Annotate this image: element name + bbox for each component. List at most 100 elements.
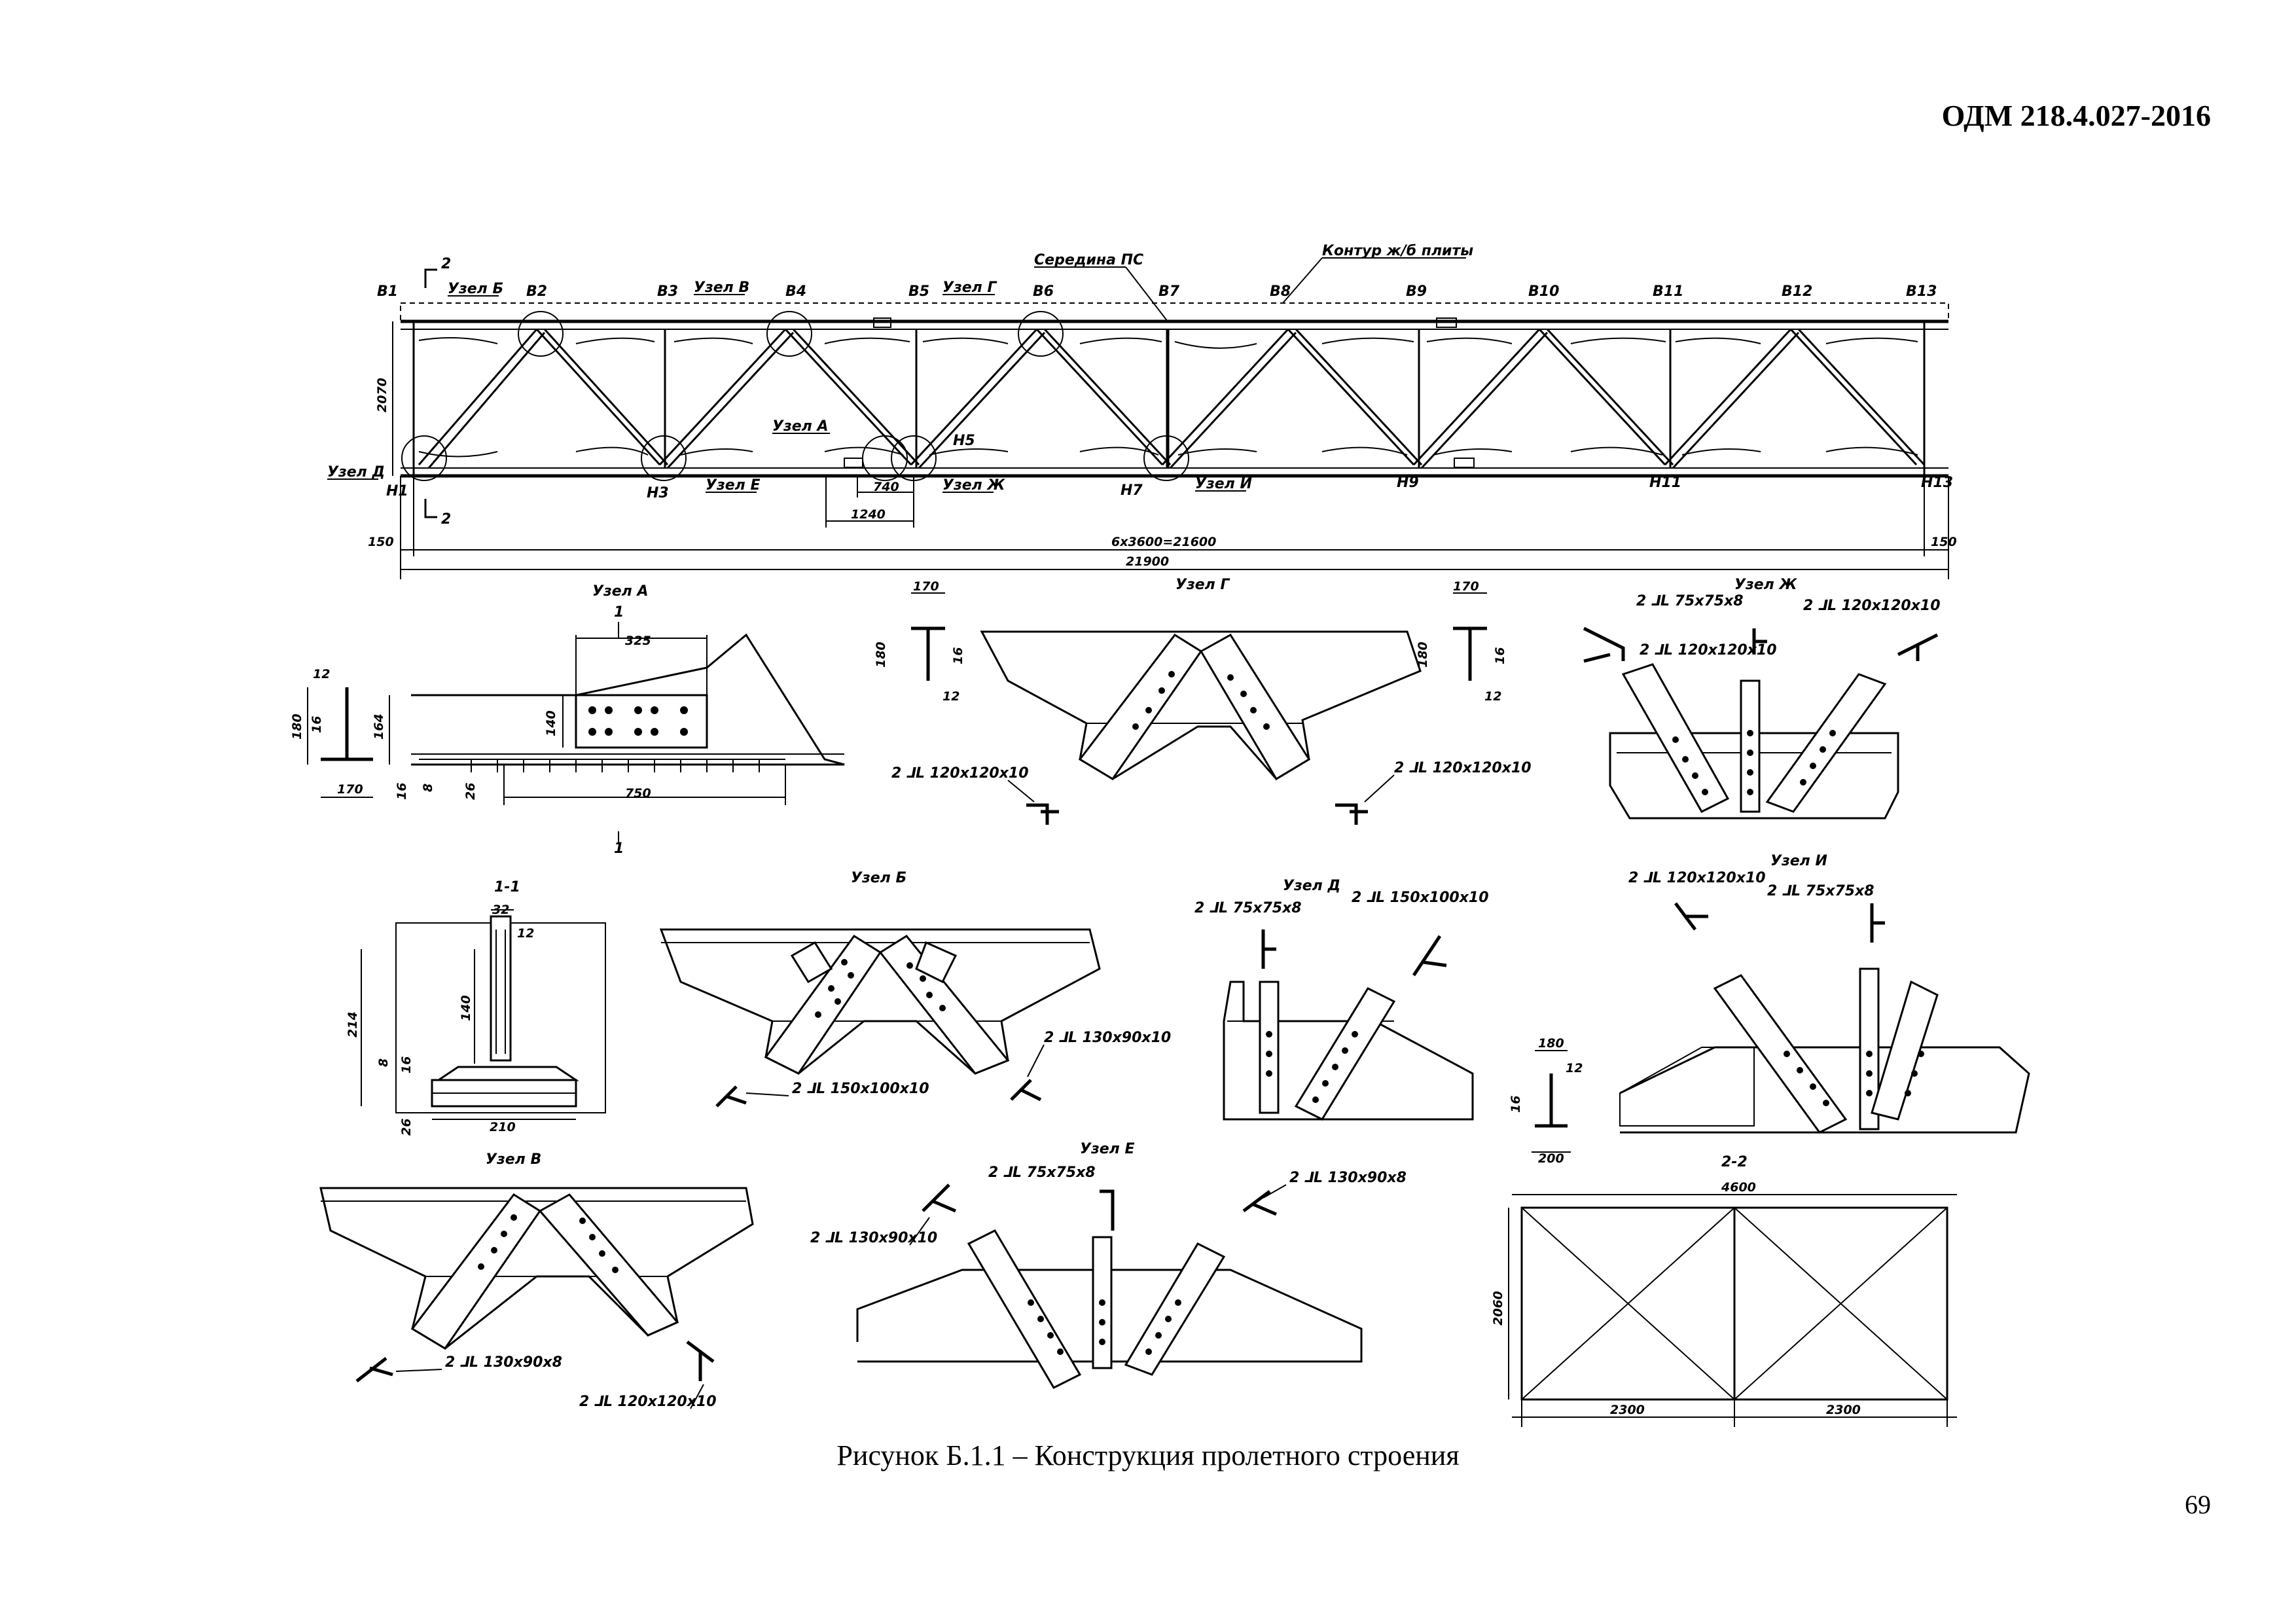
detail-v-label-120: 2 ⅃L 120х120х10 — [579, 1394, 717, 1410]
section-11-dim-16: 16 — [399, 1056, 414, 1074]
detail-zh-title: Узел Ж — [1734, 577, 1797, 593]
callout-node-zh: Узел Ж — [942, 477, 1005, 494]
callout-node-v: Узел В — [694, 280, 749, 296]
callout-node-d: Узел Д — [327, 464, 385, 480]
detail-g-title: Узел Г — [1175, 577, 1230, 593]
detail-e: Узел Е 2 ⅃L 75х75х8 2 ⅃L 130х90х8 2 ⅃L 1… — [810, 1141, 1407, 1389]
section-11-dim-8: 8 — [376, 1058, 391, 1067]
dim-740: 740 — [873, 480, 899, 494]
node-label-n5: Н5 — [953, 433, 975, 449]
node-label-n13: Н13 — [1921, 475, 1953, 491]
section-11-title: 1-1 — [494, 879, 520, 895]
section-22-dim-2300a: 2300 — [1610, 1403, 1645, 1417]
detail-a: Узел А 1 1 325 140 750 — [290, 583, 845, 857]
detail-a-section-mark-top: 1 — [614, 604, 624, 621]
node-label-v3: В3 — [657, 283, 678, 300]
detail-g: Узел Г 170 180 16 12 170 180 16 12 2 ⅃L … — [874, 577, 1532, 825]
dim-left-end: 150 — [368, 535, 394, 549]
detail-i: Узел И 2 ⅃L 120х120х10 2 ⅃L 75х75х8 180 … — [1509, 853, 2030, 1166]
detail-g-dim-12a: 12 — [942, 689, 960, 704]
section-mark-bottom: 2 — [441, 511, 451, 528]
detail-a-dim-8: 8 — [421, 784, 435, 792]
detail-g-label-right: 2 ⅃L 120х120х10 — [1394, 760, 1532, 776]
section-11-dim-32: 32 — [492, 903, 509, 917]
detail-a-section-mark-bottom: 1 — [614, 840, 624, 857]
dim-total: 21900 — [1126, 554, 1169, 569]
detail-b-label-150: 2 ⅃L 150х100х10 — [792, 1081, 929, 1097]
callout-node-e: Узел Е — [706, 477, 760, 494]
section-22-dim-2060: 2060 — [1491, 1291, 1505, 1326]
node-label-v4: В4 — [785, 283, 806, 300]
section-11-dim-140: 140 — [459, 995, 473, 1021]
node-label-n3: Н3 — [647, 485, 669, 501]
page-number: 69 — [2185, 1490, 2211, 1519]
section-11-dim-214: 214 — [346, 1011, 360, 1038]
section-22-title: 2-2 — [1721, 1154, 1748, 1170]
detail-i-dim-180: 180 — [1538, 1036, 1564, 1051]
detail-g-dim-180b: 180 — [1416, 641, 1430, 668]
dim-1240: 1240 — [851, 507, 886, 522]
detail-e-label-130-10: 2 ⅃L 130х90х10 — [810, 1230, 937, 1246]
section-11-dim-210: 210 — [490, 1120, 516, 1134]
detail-a-dim-180: 180 — [290, 713, 304, 740]
truss-elevation: В1 В2 В3 В4 В5 В6 В7 В8 В9 В10 В11 В12 В… — [327, 243, 1957, 579]
detail-g-dim-170a: 170 — [913, 579, 939, 594]
callout-node-i: Узел И — [1195, 476, 1252, 492]
detail-e-label-130-8: 2 ⅃L 130х90х8 — [1289, 1170, 1407, 1186]
dim-panels: 6х3600=21600 — [1111, 535, 1216, 549]
detail-d-label-150: 2 ⅃L 150х100х10 — [1352, 890, 1489, 906]
node-label-v6: В6 — [1033, 283, 1054, 300]
detail-g-dim-12b: 12 — [1484, 689, 1501, 704]
detail-i-title: Узел И — [1770, 853, 1827, 869]
detail-v: Узел В 2 ⅃L 130х90х8 2 ⅃L 120х120х10 — [319, 1151, 754, 1410]
note-slab-contour: Контур ж/б плиты — [1322, 243, 1473, 259]
node-label-v2: В2 — [526, 283, 547, 300]
section-11-dim-12: 12 — [517, 926, 534, 941]
detail-e-label-75: 2 ⅃L 75х75х8 — [988, 1164, 1096, 1181]
detail-b-label-130: 2 ⅃L 130х90х10 — [1044, 1030, 1171, 1046]
detail-a-dim-750: 750 — [625, 786, 651, 801]
detail-a-dim-325: 325 — [625, 634, 651, 648]
detail-i-dim-200: 200 — [1538, 1151, 1564, 1166]
node-label-n9: Н9 — [1397, 475, 1419, 491]
callout-node-b: Узел Б — [448, 281, 503, 297]
node-label-v9: В9 — [1406, 283, 1427, 300]
detail-a-dim-140: 140 — [544, 710, 558, 736]
section-22-dim-4600: 4600 — [1721, 1180, 1756, 1195]
node-label-n11: Н11 — [1649, 475, 1681, 491]
node-label-v11: В11 — [1653, 283, 1683, 300]
detail-zh-label-75: 2 ⅃L 75х75х8 — [1636, 593, 1744, 609]
section-1-1: 1-1 32 12 140 214 16 8 26 210 — [346, 879, 606, 1136]
detail-d-label-75: 2 ⅃L 75х75х8 — [1194, 900, 1302, 916]
section-mark-top: 2 — [441, 256, 451, 272]
detail-d: Узел Д 2 ⅃L 75х75х8 2 ⅃L 150х100х10 — [1194, 878, 1489, 1121]
dim-right-end: 150 — [1931, 535, 1957, 549]
detail-g-dim-16a: 16 — [951, 647, 965, 664]
detail-i-label-75: 2 ⅃L 75х75х8 — [1767, 883, 1874, 899]
node-label-v1: В1 — [377, 283, 398, 300]
node-label-n7: Н7 — [1121, 482, 1143, 499]
detail-g-dim-16b: 16 — [1493, 647, 1507, 664]
detail-a-dim-26: 26 — [463, 783, 478, 800]
callout-node-g: Узел Г — [942, 280, 997, 296]
detail-g-dim-180a: 180 — [874, 641, 888, 668]
detail-zh-label-120a: 2 ⅃L 120х120х10 — [1640, 642, 1777, 659]
detail-i-dim-16: 16 — [1509, 1096, 1523, 1113]
detail-a-dim-16: 16 — [310, 716, 324, 733]
detail-a-title: Узел А — [592, 583, 648, 600]
detail-i-label-120: 2 ⅃L 120х120х10 — [1628, 870, 1766, 886]
detail-g-dim-170b: 170 — [1453, 579, 1479, 594]
node-label-v12: В12 — [1782, 283, 1812, 300]
detail-b: Узел Б 2 ⅃L 130х90х10 2 ⅃L 150х100х10 — [659, 870, 1171, 1108]
detail-v-title: Узел В — [486, 1151, 541, 1168]
detail-zh-label-120b: 2 ⅃L 120х120х10 — [1803, 598, 1941, 614]
section-22-dim-2300b: 2300 — [1826, 1403, 1861, 1417]
node-label-v5: В5 — [908, 283, 929, 300]
detail-a-dim-16b: 16 — [395, 783, 409, 800]
node-label-v13: В13 — [1906, 283, 1937, 300]
detail-zh: Узел Ж 2 ⅃L 75х75х8 2 ⅃L 120х120х10 2 ⅃L… — [1583, 577, 1941, 820]
node-label-v10: В10 — [1528, 283, 1559, 300]
section-2-2: 2-2 4600 2060 2300 2300 — [1491, 1154, 1957, 1427]
detail-i-dim-12: 12 — [1566, 1061, 1583, 1075]
